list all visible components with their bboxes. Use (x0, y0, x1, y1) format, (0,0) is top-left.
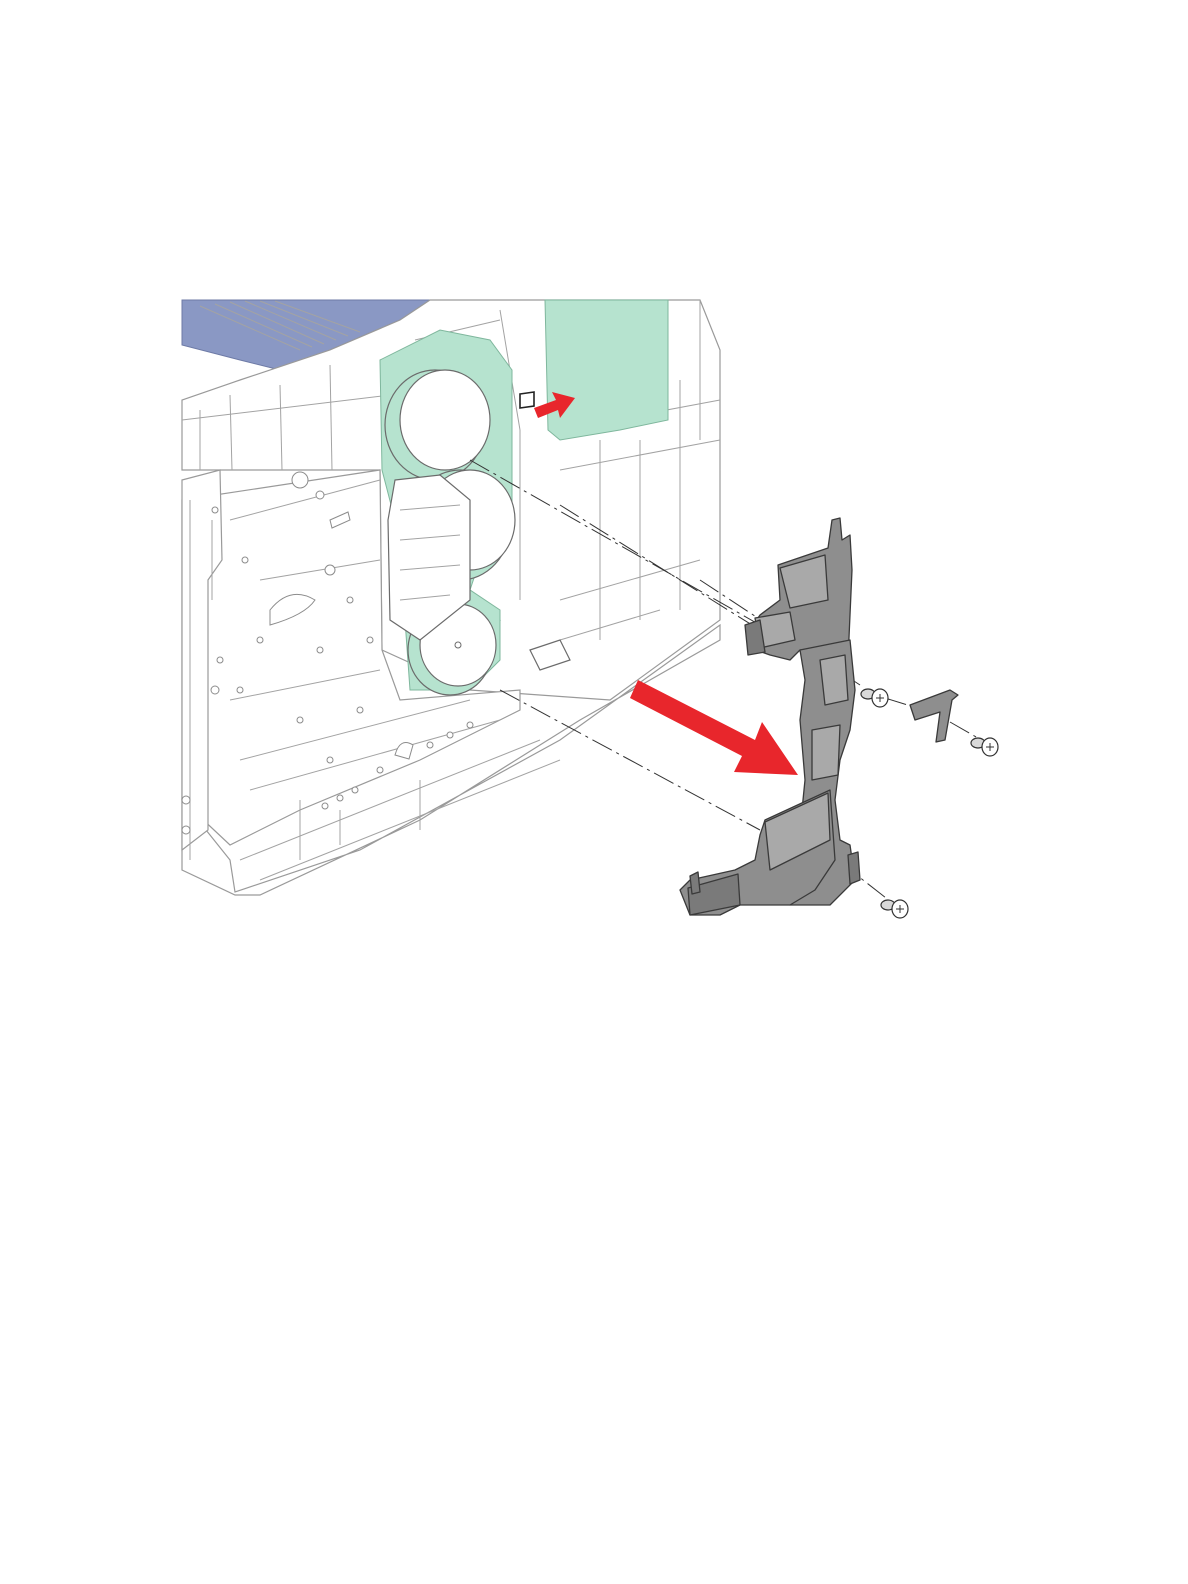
bracket-icon (910, 690, 958, 742)
printer-chassis (182, 300, 720, 895)
removal-arrow (630, 680, 798, 775)
screw-icon (881, 900, 908, 918)
circuit-board (545, 300, 668, 440)
screw-icon (861, 689, 888, 707)
screw-icon (971, 738, 998, 756)
connector-clip (520, 392, 534, 408)
